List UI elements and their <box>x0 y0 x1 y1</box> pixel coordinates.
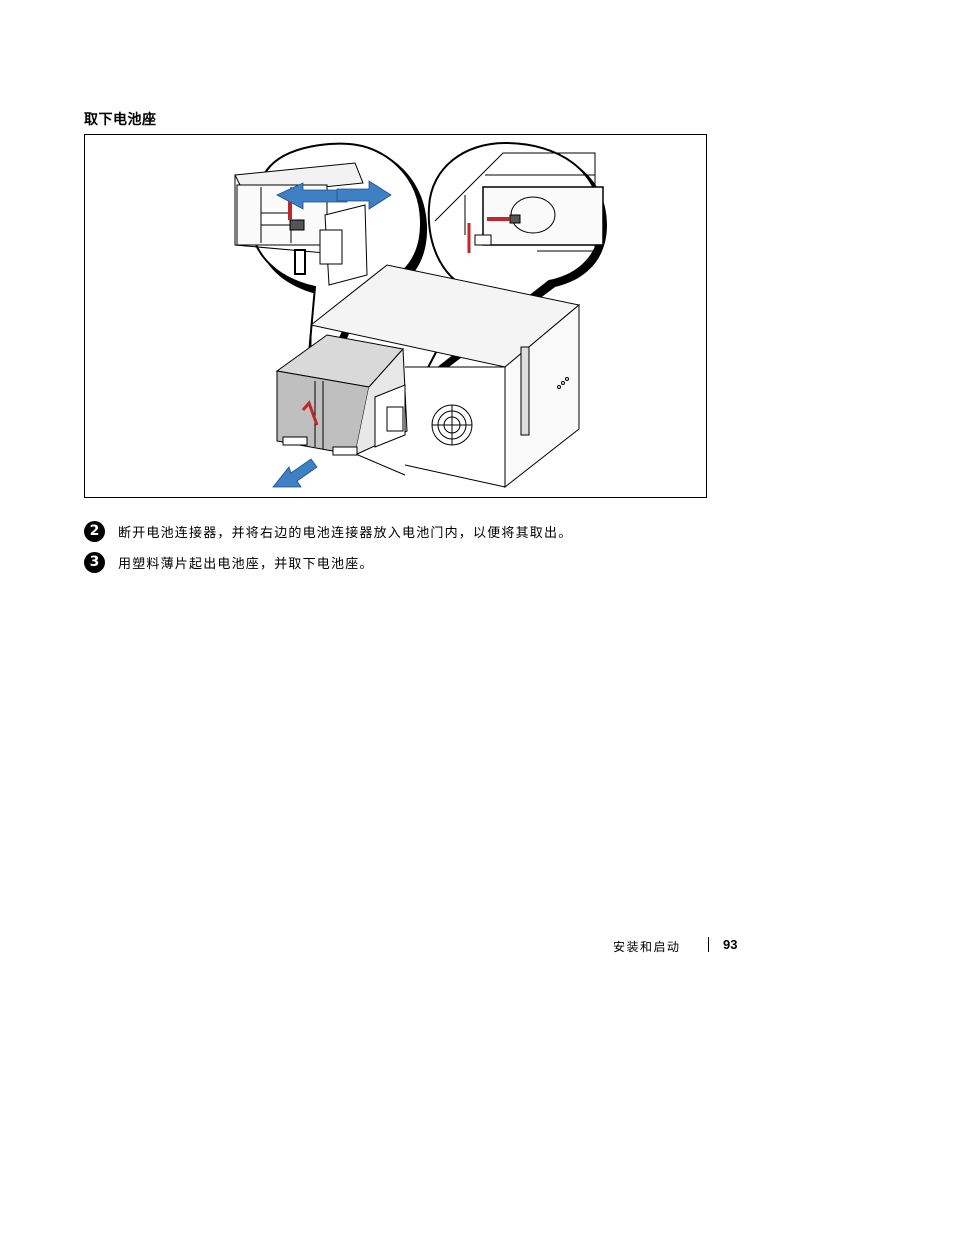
left-callout-detail <box>234 162 368 286</box>
footer-divider <box>708 937 709 952</box>
step-text: 用塑料薄片起出电池座，并取下电池座。 <box>118 556 374 572</box>
step-number-badge: 3 <box>84 551 105 573</box>
step-text: 断开电池连接器，并将右边的电池连接器放入电池门内，以便将其取出。 <box>118 525 573 541</box>
step-3: 3 用塑料薄片起出电池座，并取下电池座。 <box>84 551 374 573</box>
step-number-badge: 2 <box>84 520 105 542</box>
ups-illustration <box>234 141 607 489</box>
arrow-right-icon <box>336 180 392 210</box>
footer-section-title: 安装和启动 <box>613 940 681 954</box>
right-callout-detail <box>434 152 604 253</box>
page-number: 93 <box>723 937 738 952</box>
figure-battery-tray-removal <box>84 134 707 498</box>
step-2: 2 断开电池连接器，并将右边的电池连接器放入电池门内，以便将其取出。 <box>84 520 572 542</box>
remove-direction-arrow-icon <box>272 458 318 488</box>
section-heading: 取下电池座 <box>84 112 157 128</box>
ups-chassis <box>309 264 581 489</box>
battery-tray <box>275 334 408 456</box>
